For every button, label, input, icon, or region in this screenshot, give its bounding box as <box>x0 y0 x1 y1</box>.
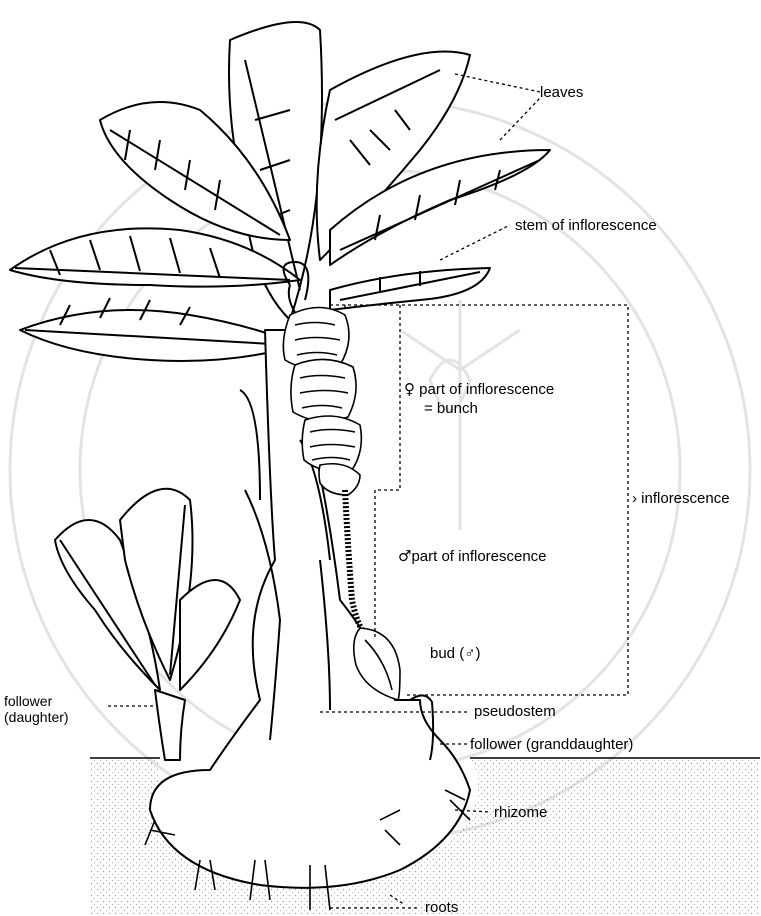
label-rhizome: rhizome <box>494 804 547 821</box>
label-stem-of-inflorescence: stem of inflorescence <box>515 217 657 234</box>
label-female-part: ♀ part of inflorescence <box>404 381 554 398</box>
label-bud: bud (♂) <box>430 645 480 662</box>
label-male-part: ♂part of inflorescence <box>398 548 547 565</box>
label-inflorescence-text: inflorescence <box>641 490 729 507</box>
label-follower-daughter-line2: (daughter) <box>4 709 69 726</box>
label-leaves: leaves <box>540 84 583 101</box>
label-inflorescence: › inflorescence <box>632 490 730 507</box>
label-female-part-line2: = bunch <box>424 400 478 417</box>
male-symbol: ♂ <box>398 547 411 565</box>
female-symbol: ♀ <box>404 380 415 398</box>
label-follower-daughter-line1: follower <box>4 693 52 710</box>
label-roots: roots <box>425 899 458 916</box>
label-pseudostem: pseudostem <box>474 703 556 720</box>
label-female-part-line1: part of inflorescence <box>419 381 554 398</box>
label-follower-granddaughter: follower (granddaughter) <box>470 736 633 753</box>
label-male-part-text: part of inflorescence <box>411 548 546 565</box>
